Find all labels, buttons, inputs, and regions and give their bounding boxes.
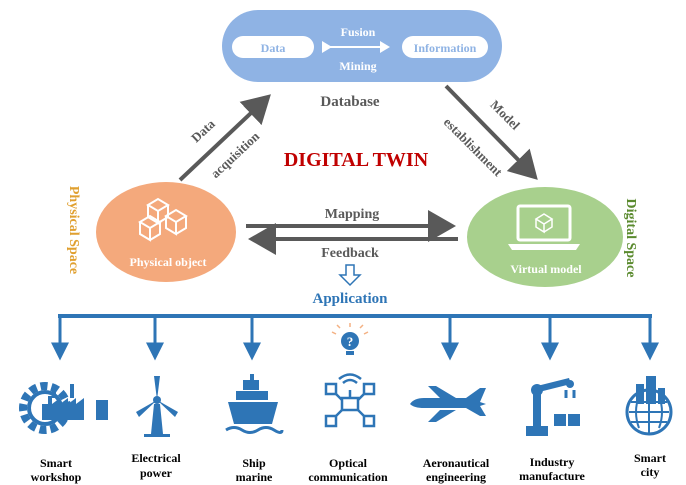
fusion-label: Fusion <box>341 25 376 39</box>
question-bulb-icon: ? <box>331 323 369 355</box>
feedback-label: Feedback <box>321 246 379 261</box>
virtual-model-node: Virtual model <box>467 187 623 287</box>
app-caption-line2: power <box>140 466 173 480</box>
diagram-title: DIGITAL TWIN <box>284 149 429 171</box>
app-caption-line1: Ship <box>242 456 266 470</box>
data-acquisition-line2: acquisition <box>208 128 263 181</box>
app-caption-line2: city <box>641 465 660 479</box>
model-line2: establishment <box>441 114 506 179</box>
app-caption-line2: communication <box>308 470 388 484</box>
airplane-icon <box>410 386 486 422</box>
data-acquisition-arrow <box>178 94 271 182</box>
virtual-model-label: Virtual model <box>510 262 582 276</box>
physical-space-label: Physical Space <box>66 186 81 274</box>
mapping-label: Mapping <box>325 207 379 222</box>
mining-label: Mining <box>339 59 376 73</box>
app-caption-line1: Electrical <box>131 451 181 465</box>
cubes-icon <box>138 197 188 242</box>
down-arrow-icon <box>338 264 362 287</box>
app-caption-line1: Optical <box>329 456 368 470</box>
app-caption-line2: engineering <box>426 470 486 484</box>
data-pill <box>232 36 314 58</box>
database-panel: Data Information Fusion Mining <box>222 10 502 82</box>
app-caption-line2: marine <box>236 470 273 484</box>
physical-object-node: Physical object <box>96 182 236 282</box>
gear-factory-icon <box>19 382 108 434</box>
svg-text:?: ? <box>347 334 354 349</box>
physical-object-label: Physical object <box>130 255 207 269</box>
model-establishment-arrow <box>444 84 538 180</box>
app-caption-line1: Smart <box>634 451 666 465</box>
app-caption-line2: manufacture <box>519 469 585 483</box>
information-label: Information <box>414 41 477 55</box>
app-caption-line1: Smart <box>40 456 72 470</box>
data-label: Data <box>261 41 286 55</box>
wind-turbine-icon <box>136 376 178 437</box>
model-line1: Model <box>487 97 523 133</box>
data-acquisition-line1: Data <box>188 116 218 146</box>
ship-icon <box>225 374 284 434</box>
laptop-icon <box>508 204 580 250</box>
app-caption-line1: Aeronautical <box>423 456 490 470</box>
virtual-model-circle <box>467 187 623 287</box>
robot-arm-icon <box>526 378 580 436</box>
city-globe-icon <box>625 376 673 436</box>
network-nodes-icon <box>324 373 376 428</box>
application-captions: Smart workshop Electrical power Ship mar… <box>31 451 666 484</box>
app-caption-line1: Industry <box>530 455 575 469</box>
physical-object-circle <box>96 182 236 282</box>
application-branches <box>51 316 659 361</box>
information-pill <box>402 36 488 58</box>
database-label: Database <box>320 94 380 110</box>
app-caption-line2: workshop <box>31 470 82 484</box>
application-label: Application <box>312 291 388 307</box>
digital-space-label: Digital Space <box>623 199 638 278</box>
